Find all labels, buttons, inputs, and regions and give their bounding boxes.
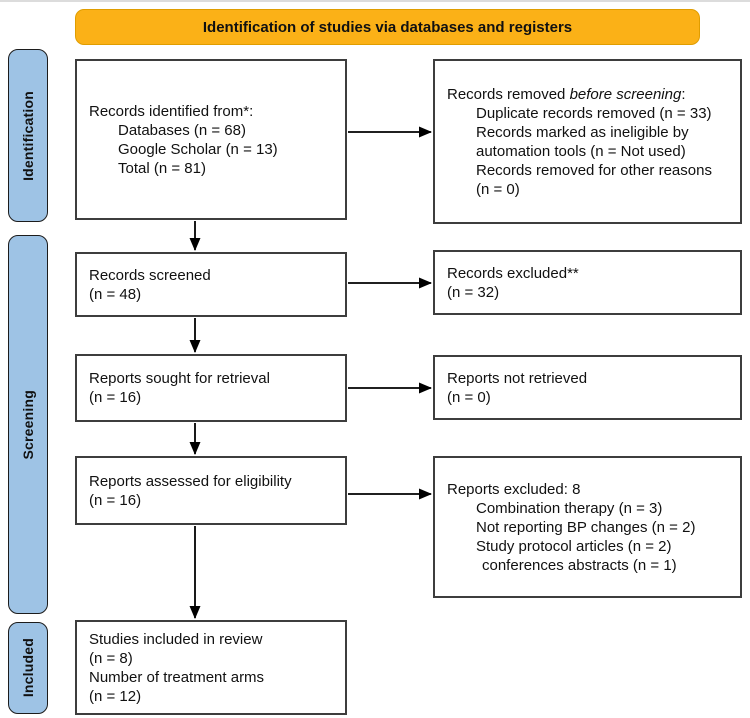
box-line: (n = 48) [89, 285, 142, 303]
box-line: Number of treatment arms [89, 668, 265, 686]
stage-label-screening-text: Screening [20, 389, 36, 460]
box-line: (n = 8) [89, 649, 133, 667]
box-item: Databases (n = 68) [118, 121, 246, 139]
records-excluded-box: Records excluded** (n = 32) [433, 250, 742, 315]
box-item: Google Scholar (n = 13) [118, 140, 278, 158]
title-prefix: Records removed [447, 85, 570, 103]
records-identified-box: Records identified from*: Databases (n =… [75, 59, 347, 220]
title-suffix: : [681, 85, 686, 103]
box-line: Reports sought for retrieval [89, 370, 270, 387]
box-line: Reports assessed for eligibility [89, 472, 292, 490]
box-item: Not reporting BP changes (n = 2) [476, 518, 696, 536]
box-item: Total (n = 81) [118, 159, 206, 177]
reports-assessed-box: Reports assessed for eligibility (n = 16… [75, 456, 347, 525]
banner-title: Identification of studies via databases … [202, 18, 573, 36]
box-title: Reports excluded: 8 [447, 480, 581, 498]
stage-label-included: Included [8, 622, 48, 714]
banner: Identification of studies via databases … [75, 9, 700, 45]
reports-sought-box: Reports sought for retrieval (n = 16) [75, 354, 347, 422]
stage-label-screening: Screening [8, 235, 48, 614]
box-item: Records marked as ineligible by automati… [476, 123, 689, 160]
title-italic: before screening [569, 85, 682, 103]
stage-label-included-text: Included [20, 638, 36, 698]
box-line: (n = 16) [89, 491, 142, 509]
box-item: Study protocol articles (n = 2) [476, 537, 672, 555]
box-line: (n = 12) [89, 687, 142, 705]
reports-not-retrieved-box: Reports not retrieved (n = 0) [433, 355, 742, 420]
box-title: Records identified from*: [89, 102, 254, 120]
box-item: Records removed for other reasons (n = 0… [476, 161, 712, 198]
box-line: Records screened [89, 266, 211, 284]
stage-label-identification-text: Identification [20, 90, 36, 181]
box-line: (n = 0) [447, 388, 491, 406]
box-item: Combination therapy (n = 3) [476, 499, 663, 517]
box-line: Studies included in review [89, 630, 263, 648]
box-line: (n = 16) [89, 389, 142, 406]
box-line: (n = 32) [447, 283, 500, 301]
records-removed-box: Records removed before screening: Duplic… [433, 59, 742, 224]
box-line: Records excluded** [447, 264, 579, 282]
studies-included-box: Studies included in review (n = 8) Numbe… [75, 620, 347, 715]
stage-label-identification: Identification [8, 49, 48, 222]
box-item: Duplicate records removed (n = 33) [476, 104, 712, 122]
reports-excluded-box: Reports excluded: 8 Combination therapy … [433, 456, 742, 598]
records-screened-box: Records screened (n = 48) [75, 252, 347, 317]
box-item: conferences abstracts (n = 1) [482, 556, 677, 574]
box-title: Records removed before screening: [447, 85, 728, 104]
box-line: Reports not retrieved [447, 369, 588, 387]
